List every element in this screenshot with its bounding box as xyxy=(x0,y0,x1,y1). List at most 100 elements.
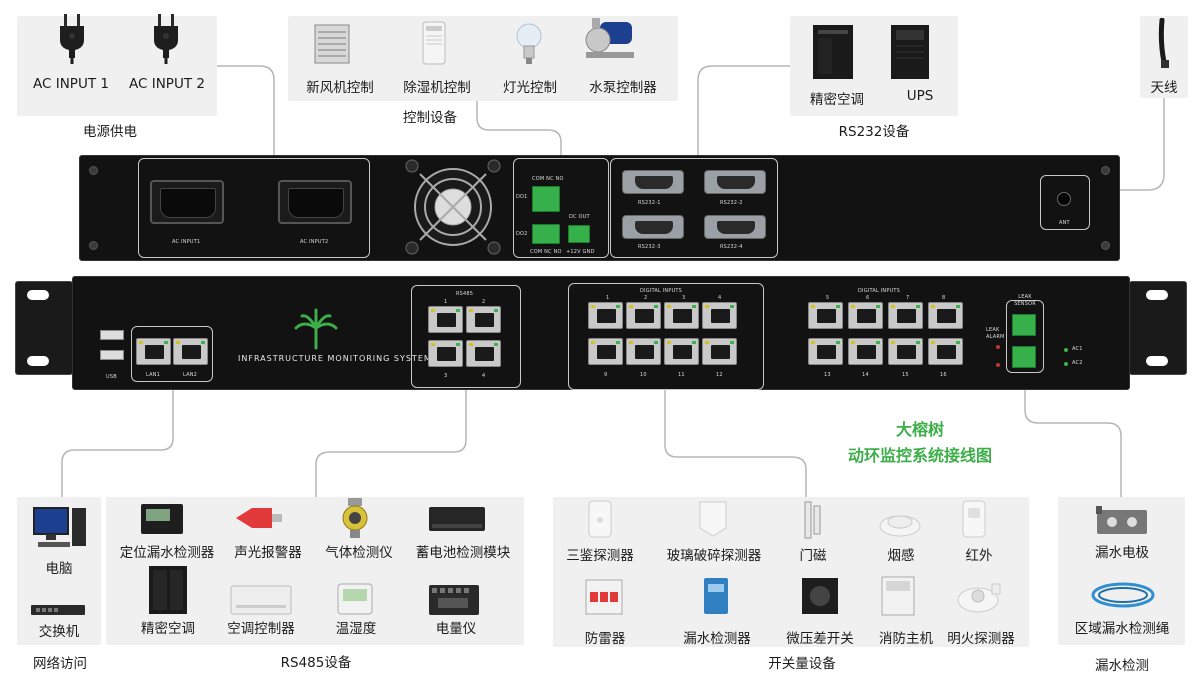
ac-input-1-label: AC INPUT 1 xyxy=(33,76,109,92)
pressure-switch-icon xyxy=(802,578,838,614)
glass-break-label: 玻璃破碎探测器 xyxy=(666,548,762,564)
smoke-detector-icon xyxy=(879,515,921,537)
surge-protector-icon xyxy=(585,579,623,615)
di-port-14[interactable] xyxy=(848,338,883,365)
rs232-1-port[interactable] xyxy=(622,170,684,194)
surge-protector-label: 防雷器 xyxy=(584,631,626,647)
rs485-port-1[interactable] xyxy=(428,306,463,333)
rs485-port-4[interactable] xyxy=(466,340,501,367)
do1-terminal[interactable] xyxy=(532,186,560,212)
usb-port[interactable] xyxy=(100,330,124,340)
antenna-connector[interactable] xyxy=(1057,192,1071,206)
di-port-16[interactable] xyxy=(928,338,963,365)
power-plug-icon xyxy=(154,14,178,64)
ac1-led xyxy=(1064,348,1068,352)
power-meter-label: 电量仪 xyxy=(435,621,477,637)
ups-label: UPS xyxy=(906,88,934,104)
glass-break-detector-icon xyxy=(699,501,727,537)
ac2-led xyxy=(1064,362,1068,366)
di-port-15[interactable] xyxy=(888,338,923,365)
di-port-9[interactable] xyxy=(588,338,623,365)
di-port-11[interactable] xyxy=(664,338,699,365)
do2-terminal[interactable] xyxy=(532,224,560,244)
power-plug-icon xyxy=(60,14,84,64)
leak-caption: 漏水检测 xyxy=(1095,658,1149,674)
di-port-3[interactable] xyxy=(664,302,699,329)
power-caption: 电源供电 xyxy=(83,124,137,140)
leak-alarm-led xyxy=(996,363,1000,367)
di-port-8[interactable] xyxy=(928,302,963,329)
water-pump-icon xyxy=(585,18,634,58)
rs485-port-3[interactable] xyxy=(428,340,463,367)
rs232-ports-frame xyxy=(610,158,778,258)
rs232-1-print: RS232-1 xyxy=(638,200,661,206)
leak-detector-icon xyxy=(704,578,728,614)
infrared-detector-icon xyxy=(962,500,986,538)
dehumidifier-icon xyxy=(422,21,446,65)
alarm-siren-icon xyxy=(236,508,282,528)
door-contact-icon xyxy=(804,501,821,539)
rs485-port-num: 4 xyxy=(482,373,486,379)
rs232-4-print: RS232-4 xyxy=(720,244,743,250)
di-port-10[interactable] xyxy=(626,338,661,365)
di-num: 4 xyxy=(718,295,722,301)
di-num: 7 xyxy=(906,295,910,301)
usb-port[interactable] xyxy=(100,350,124,360)
di-port-5[interactable] xyxy=(808,302,843,329)
usb-print: USB xyxy=(106,374,117,380)
bracket-slot xyxy=(27,290,49,300)
di-port-2[interactable] xyxy=(626,302,661,329)
di-port-12[interactable] xyxy=(702,338,737,365)
ac-controller-icon xyxy=(230,585,292,615)
triple-detector-label: 三鉴探测器 xyxy=(566,548,634,564)
gas-detector-label: 气体检测仪 xyxy=(325,545,393,561)
pump-controller-label: 水泵控制器 xyxy=(589,80,657,96)
rs485-port-num: 3 xyxy=(444,373,448,379)
screw xyxy=(1101,241,1110,250)
rs232-4-port[interactable] xyxy=(704,215,766,239)
leak-sensor-terminal-2[interactable] xyxy=(1012,346,1036,368)
triple-detector-icon xyxy=(588,500,612,538)
antenna-label: 天线 xyxy=(1150,80,1178,96)
leak-sensor-terminal-1[interactable] xyxy=(1012,314,1036,336)
dc-out-terminal[interactable] xyxy=(568,225,590,243)
di-port-7[interactable] xyxy=(888,302,923,329)
ac-inputs-frame xyxy=(138,158,370,258)
screw xyxy=(89,166,98,175)
rs232-3-print: RS232-3 xyxy=(638,244,661,250)
rs232-2-port[interactable] xyxy=(704,170,766,194)
di-port-4[interactable] xyxy=(702,302,737,329)
rs485-port-2[interactable] xyxy=(466,306,501,333)
lan2-port[interactable] xyxy=(173,338,208,365)
leak-rope-label: 区域漏水检测绳 xyxy=(1074,621,1170,637)
ac-controller-label: 空调控制器 xyxy=(227,621,295,637)
computer-icon xyxy=(33,507,86,547)
precision-ac-icon xyxy=(149,566,187,614)
infrared-label: 红外 xyxy=(965,548,993,564)
rs232-3-port[interactable] xyxy=(622,215,684,239)
rs485-port-num: 1 xyxy=(444,299,448,305)
do1-print: DO1 xyxy=(516,194,528,200)
switch-devices-caption: 开关量设备 xyxy=(768,656,836,672)
battery-monitor-label: 蓄电池检测模块 xyxy=(415,545,511,561)
dc-out-print: DC OUT xyxy=(569,214,590,220)
siren-label: 声光报警器 xyxy=(234,545,302,561)
gas-detector-icon xyxy=(342,498,368,538)
di-num: 5 xyxy=(826,295,830,301)
di-port-13[interactable] xyxy=(808,338,843,365)
bracket-slot xyxy=(1146,356,1168,366)
precision-ac-rs485-label: 精密空调 xyxy=(141,621,195,637)
antenna-icon xyxy=(1158,18,1169,68)
system-name-print: INFRASTRUCTURE MONITORING SYSTEM xyxy=(238,354,432,363)
control-caption: 控制设备 xyxy=(403,110,457,126)
lan2-print: LAN2 xyxy=(183,372,198,378)
fresh-air-control-label: 新风机控制 xyxy=(306,80,374,96)
di-port-1[interactable] xyxy=(588,302,623,329)
banyan-tree-logo xyxy=(294,308,338,350)
leak-detector-label: 漏水检测器 xyxy=(683,631,751,647)
di-port-6[interactable] xyxy=(848,302,883,329)
lan1-print: LAN1 xyxy=(146,372,161,378)
di-num: 10 xyxy=(640,372,647,378)
lan1-port[interactable] xyxy=(136,338,171,365)
leak-locator-icon xyxy=(141,504,183,534)
